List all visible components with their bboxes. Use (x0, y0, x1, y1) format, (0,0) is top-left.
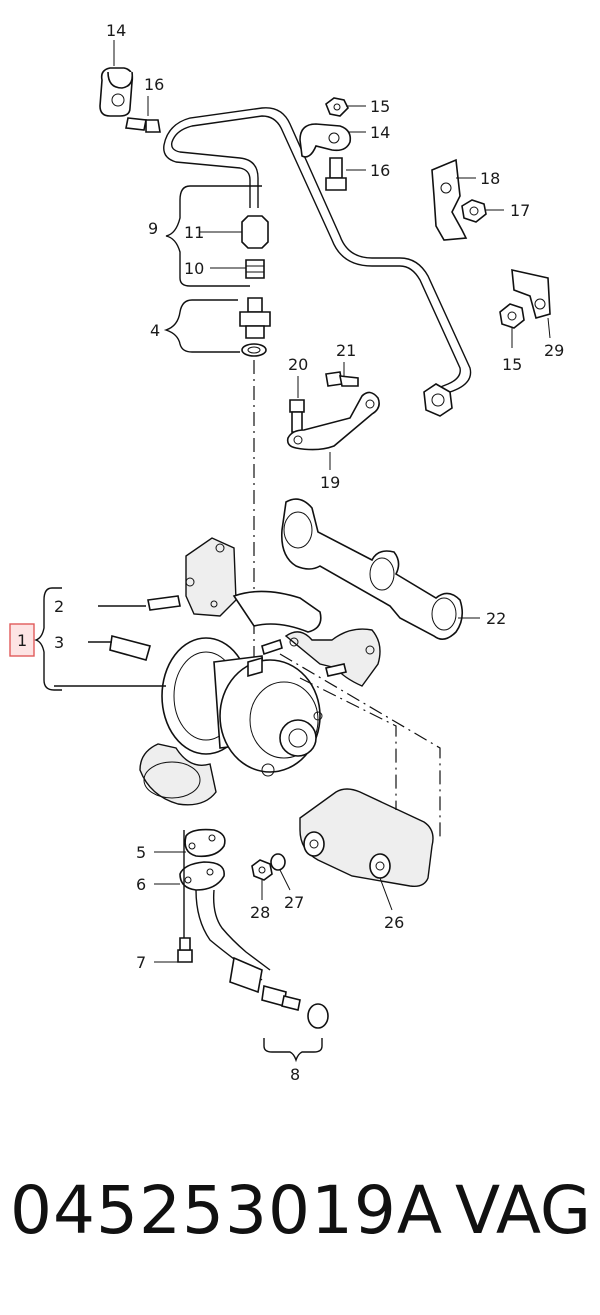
bracket-4 (163, 299, 240, 353)
callout-6: 6 (136, 875, 146, 894)
callout-11: 11 (184, 223, 204, 242)
pipe-union-parts (239, 215, 271, 357)
pipe-clip-group-right (299, 97, 352, 191)
callout-18: 18 (480, 169, 500, 188)
brand-label: VAG (455, 1172, 592, 1249)
leader-lines (113, 40, 551, 963)
callout-8: 8 (290, 1065, 300, 1084)
callout-22: 22 (486, 609, 506, 628)
callout-7: 7 (136, 953, 146, 972)
bracket-8 (263, 1038, 323, 1063)
callout-21: 21 (336, 341, 356, 360)
exhaust-manifold-gasket-22 (280, 498, 464, 640)
callout-3: 3 (54, 633, 64, 652)
callout-16-top-left: 16 (144, 75, 164, 94)
heat-shield-26 (251, 788, 434, 888)
bracket-29 (499, 268, 551, 329)
studs-2-3 (54, 595, 181, 687)
bracket-19-and-bolts (286, 371, 380, 451)
callout-1: 1 (17, 631, 27, 650)
callout-4: 4 (150, 321, 160, 340)
callout-5: 5 (136, 843, 146, 862)
callout-15-right: 15 (502, 355, 522, 374)
callout-20: 20 (288, 355, 308, 374)
part-number-label: 045253019A (10, 1172, 444, 1249)
callout-17: 17 (510, 201, 530, 220)
callout-14-top-right: 14 (370, 123, 390, 142)
oil-feed-pipe (163, 107, 472, 417)
callout-16-top-right: 16 (370, 161, 390, 180)
callout-2: 2 (54, 597, 64, 616)
callout-27: 27 (284, 893, 304, 912)
bracket-9 (165, 185, 262, 287)
turbocharger-assembly (139, 537, 381, 806)
bracket-1 (33, 587, 62, 691)
oil-return-parts (177, 828, 329, 1029)
callout-9: 9 (148, 219, 158, 238)
bolt-16-left (125, 117, 161, 133)
callout-1-highlight-box[interactable] (9, 623, 35, 657)
callout-15-top-right: 15 (370, 97, 390, 116)
callout-19: 19 (320, 473, 340, 492)
callout-26: 26 (384, 913, 404, 932)
bracket-18 (431, 158, 487, 241)
callout-14-top-left: 14 (106, 21, 126, 40)
callout-28: 28 (250, 903, 270, 922)
callout-29: 29 (544, 341, 564, 360)
pipe-clip-top-left (99, 67, 134, 117)
callout-10: 10 (184, 259, 204, 278)
callout-labels: 14 16 15 14 16 18 17 9 11 10 4 15 29 20 … (17, 21, 564, 1084)
